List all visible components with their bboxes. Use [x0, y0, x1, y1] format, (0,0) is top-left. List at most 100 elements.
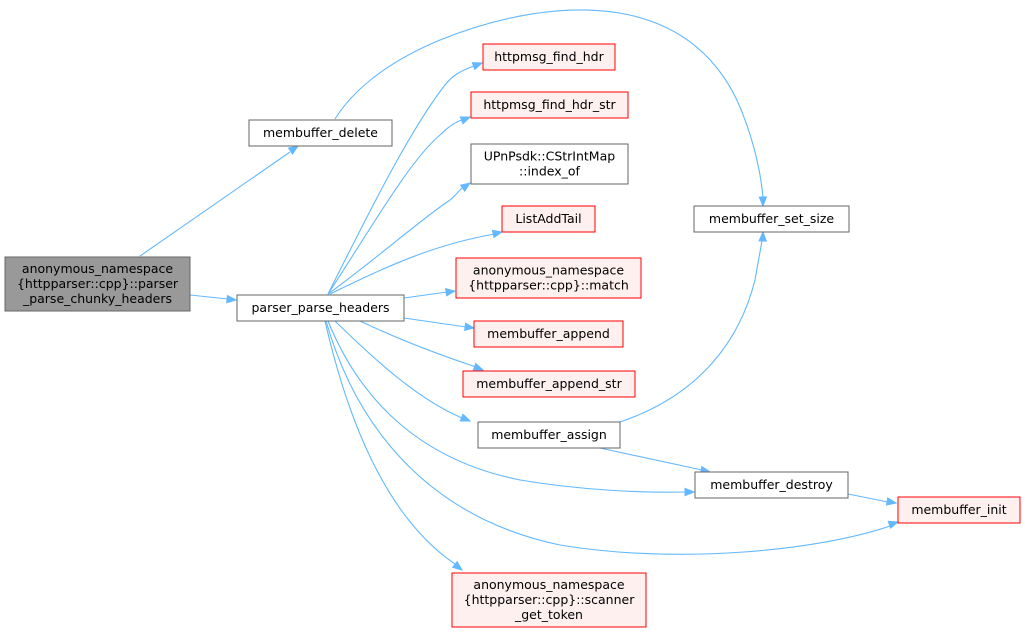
edge-parser_parse_headers-to-membuffer_append — [403, 317, 476, 331]
edge-parser_parse_headers-to-membuffer_append_str — [359, 320, 485, 371]
node-membuffer-assign[interactable]: membuffer_assign — [477, 421, 621, 449]
arrowhead-icon — [758, 230, 768, 242]
node-box[interactable] — [455, 257, 642, 299]
node-membuffer-init[interactable]: membuffer_init — [897, 496, 1021, 524]
edge-root-to-membuffer_delete — [139, 145, 300, 257]
edge-line — [329, 233, 496, 295]
node-label: membuffer_set_size — [709, 211, 834, 226]
node-listaddtail[interactable]: ListAddTail — [501, 205, 596, 233]
edge-line — [403, 317, 467, 328]
node-label: {httpparser::cpp}::scanner — [464, 592, 636, 607]
node-membuffer-delete[interactable]: membuffer_delete — [248, 119, 393, 147]
edge-line — [189, 294, 229, 300]
edge-line — [619, 239, 763, 423]
arrowhead-icon — [459, 116, 472, 125]
arrowhead-icon — [887, 520, 900, 530]
arrowhead-icon — [459, 182, 472, 193]
edge-line — [403, 291, 448, 299]
node-box[interactable] — [477, 421, 621, 449]
node-box[interactable] — [462, 370, 636, 398]
node-box[interactable] — [470, 143, 629, 185]
node-box[interactable] — [248, 119, 393, 147]
arrowhead-icon — [451, 560, 464, 571]
edge-parser_parse_headers-to-listaddtail — [329, 229, 504, 295]
node-parser-parse-headers[interactable]: parser_parse_headers — [236, 294, 405, 322]
arrowhead-icon — [885, 497, 898, 506]
node-label: UPnPsdk::CStrIntMap — [484, 149, 615, 164]
node-label: membuffer_append_str — [476, 376, 622, 391]
node-box[interactable] — [694, 471, 849, 499]
arrowhead-icon — [463, 322, 476, 331]
node-label: anonymous_namespace — [473, 577, 624, 592]
arrowhead-icon — [472, 362, 485, 371]
arrowhead-icon — [684, 487, 696, 497]
arrowhead-icon — [444, 288, 457, 297]
edge-parser_parse_headers-to-httpmsg_find_hdr_str — [327, 116, 472, 295]
node-membuffer-append-str[interactable]: membuffer_append_str — [462, 370, 636, 398]
node-box[interactable] — [4, 256, 191, 312]
node-box[interactable] — [693, 205, 850, 233]
edge-line — [359, 320, 477, 368]
node-box[interactable] — [236, 294, 405, 322]
node-label: {httpparser::cpp}::parser — [17, 276, 179, 291]
edge-line — [139, 151, 291, 257]
node-label: membuffer_destroy — [710, 477, 833, 492]
edges-layer — [139, 9, 900, 571]
edge-line — [327, 119, 463, 295]
node-label: parser_parse_headers — [251, 300, 389, 315]
arrowhead-icon — [459, 413, 472, 422]
edge-parser_parse_headers-to-cstrintmap_index_of — [327, 182, 472, 295]
edge-parser_parse_headers-to-match — [403, 288, 457, 299]
edge-parser_parse_headers-to-membuffer_assign — [334, 320, 472, 422]
edge-parser_parse_headers-to-membuffer_init — [325, 320, 900, 555]
edge-parser_parse_headers-to-httpmsg_find_hdr — [327, 62, 484, 295]
arrowhead-icon — [471, 62, 484, 71]
node-label: membuffer_append — [487, 326, 610, 341]
node-httpmsg-find-hdr[interactable]: httpmsg_find_hdr — [482, 43, 616, 71]
node-label: httpmsg_find_hdr_str — [483, 97, 616, 112]
edge-parser_parse_headers-to-membuffer_destroy — [327, 320, 696, 497]
edge-line — [327, 65, 475, 295]
node-scanner-get-token[interactable]: anonymous_namespace{httpparser::cpp}::sc… — [451, 572, 647, 628]
node-label: {httpparser::cpp}::match — [468, 278, 629, 293]
edge-membuffer_delete-to-membuffer_set_size — [334, 9, 768, 208]
node-label: ListAddTail — [515, 211, 581, 226]
node-membuffer-set-size[interactable]: membuffer_set_size — [693, 205, 850, 233]
node-box[interactable] — [482, 43, 616, 71]
edge-membuffer_assign-to-membuffer_destroy — [599, 447, 712, 475]
edge-line — [327, 187, 463, 295]
node-label: _parse_chunky_headers — [22, 291, 172, 306]
edge-line — [334, 9, 764, 199]
edge-membuffer_assign-to-membuffer_set_size — [619, 230, 768, 423]
edge-membuffer_destroy-to-membuffer_init — [847, 493, 898, 506]
node-label: membuffer_delete — [263, 125, 378, 140]
edge-line — [599, 447, 703, 471]
node-label: anonymous_namespace — [473, 263, 624, 278]
node-box[interactable] — [473, 320, 624, 348]
edge-root-to-parser_parse_headers — [189, 294, 238, 304]
node-box[interactable] — [451, 572, 647, 628]
node-membuffer-destroy[interactable]: membuffer_destroy — [694, 471, 849, 499]
edge-parser_parse_headers-to-scanner_get_token — [324, 320, 464, 571]
node-box[interactable] — [470, 91, 629, 119]
node-cstrintmap-index-of[interactable]: UPnPsdk::CStrIntMap::index_of — [470, 143, 629, 185]
edge-line — [334, 320, 463, 419]
node-label: httpmsg_find_hdr — [494, 49, 604, 64]
node-box[interactable] — [897, 496, 1021, 524]
node-label: _get_token — [514, 607, 583, 622]
node-label: membuffer_assign — [491, 427, 607, 442]
edge-line — [847, 493, 889, 503]
node-box[interactable] — [501, 205, 596, 233]
nodes-layer: anonymous_namespace{httpparser::cpp}::pa… — [4, 43, 1021, 628]
node-membuffer-append[interactable]: membuffer_append — [473, 320, 624, 348]
edge-line — [325, 320, 891, 555]
edge-line — [324, 320, 456, 565]
arrowhead-icon — [226, 294, 238, 304]
arrowhead-icon — [758, 196, 768, 208]
node-root[interactable]: anonymous_namespace{httpparser::cpp}::pa… — [4, 256, 191, 312]
arrowhead-icon — [491, 229, 504, 239]
node-match[interactable]: anonymous_namespace{httpparser::cpp}::ma… — [455, 257, 642, 299]
node-httpmsg-find-hdr-str[interactable]: httpmsg_find_hdr_str — [470, 91, 629, 119]
arrowhead-icon — [287, 145, 300, 155]
